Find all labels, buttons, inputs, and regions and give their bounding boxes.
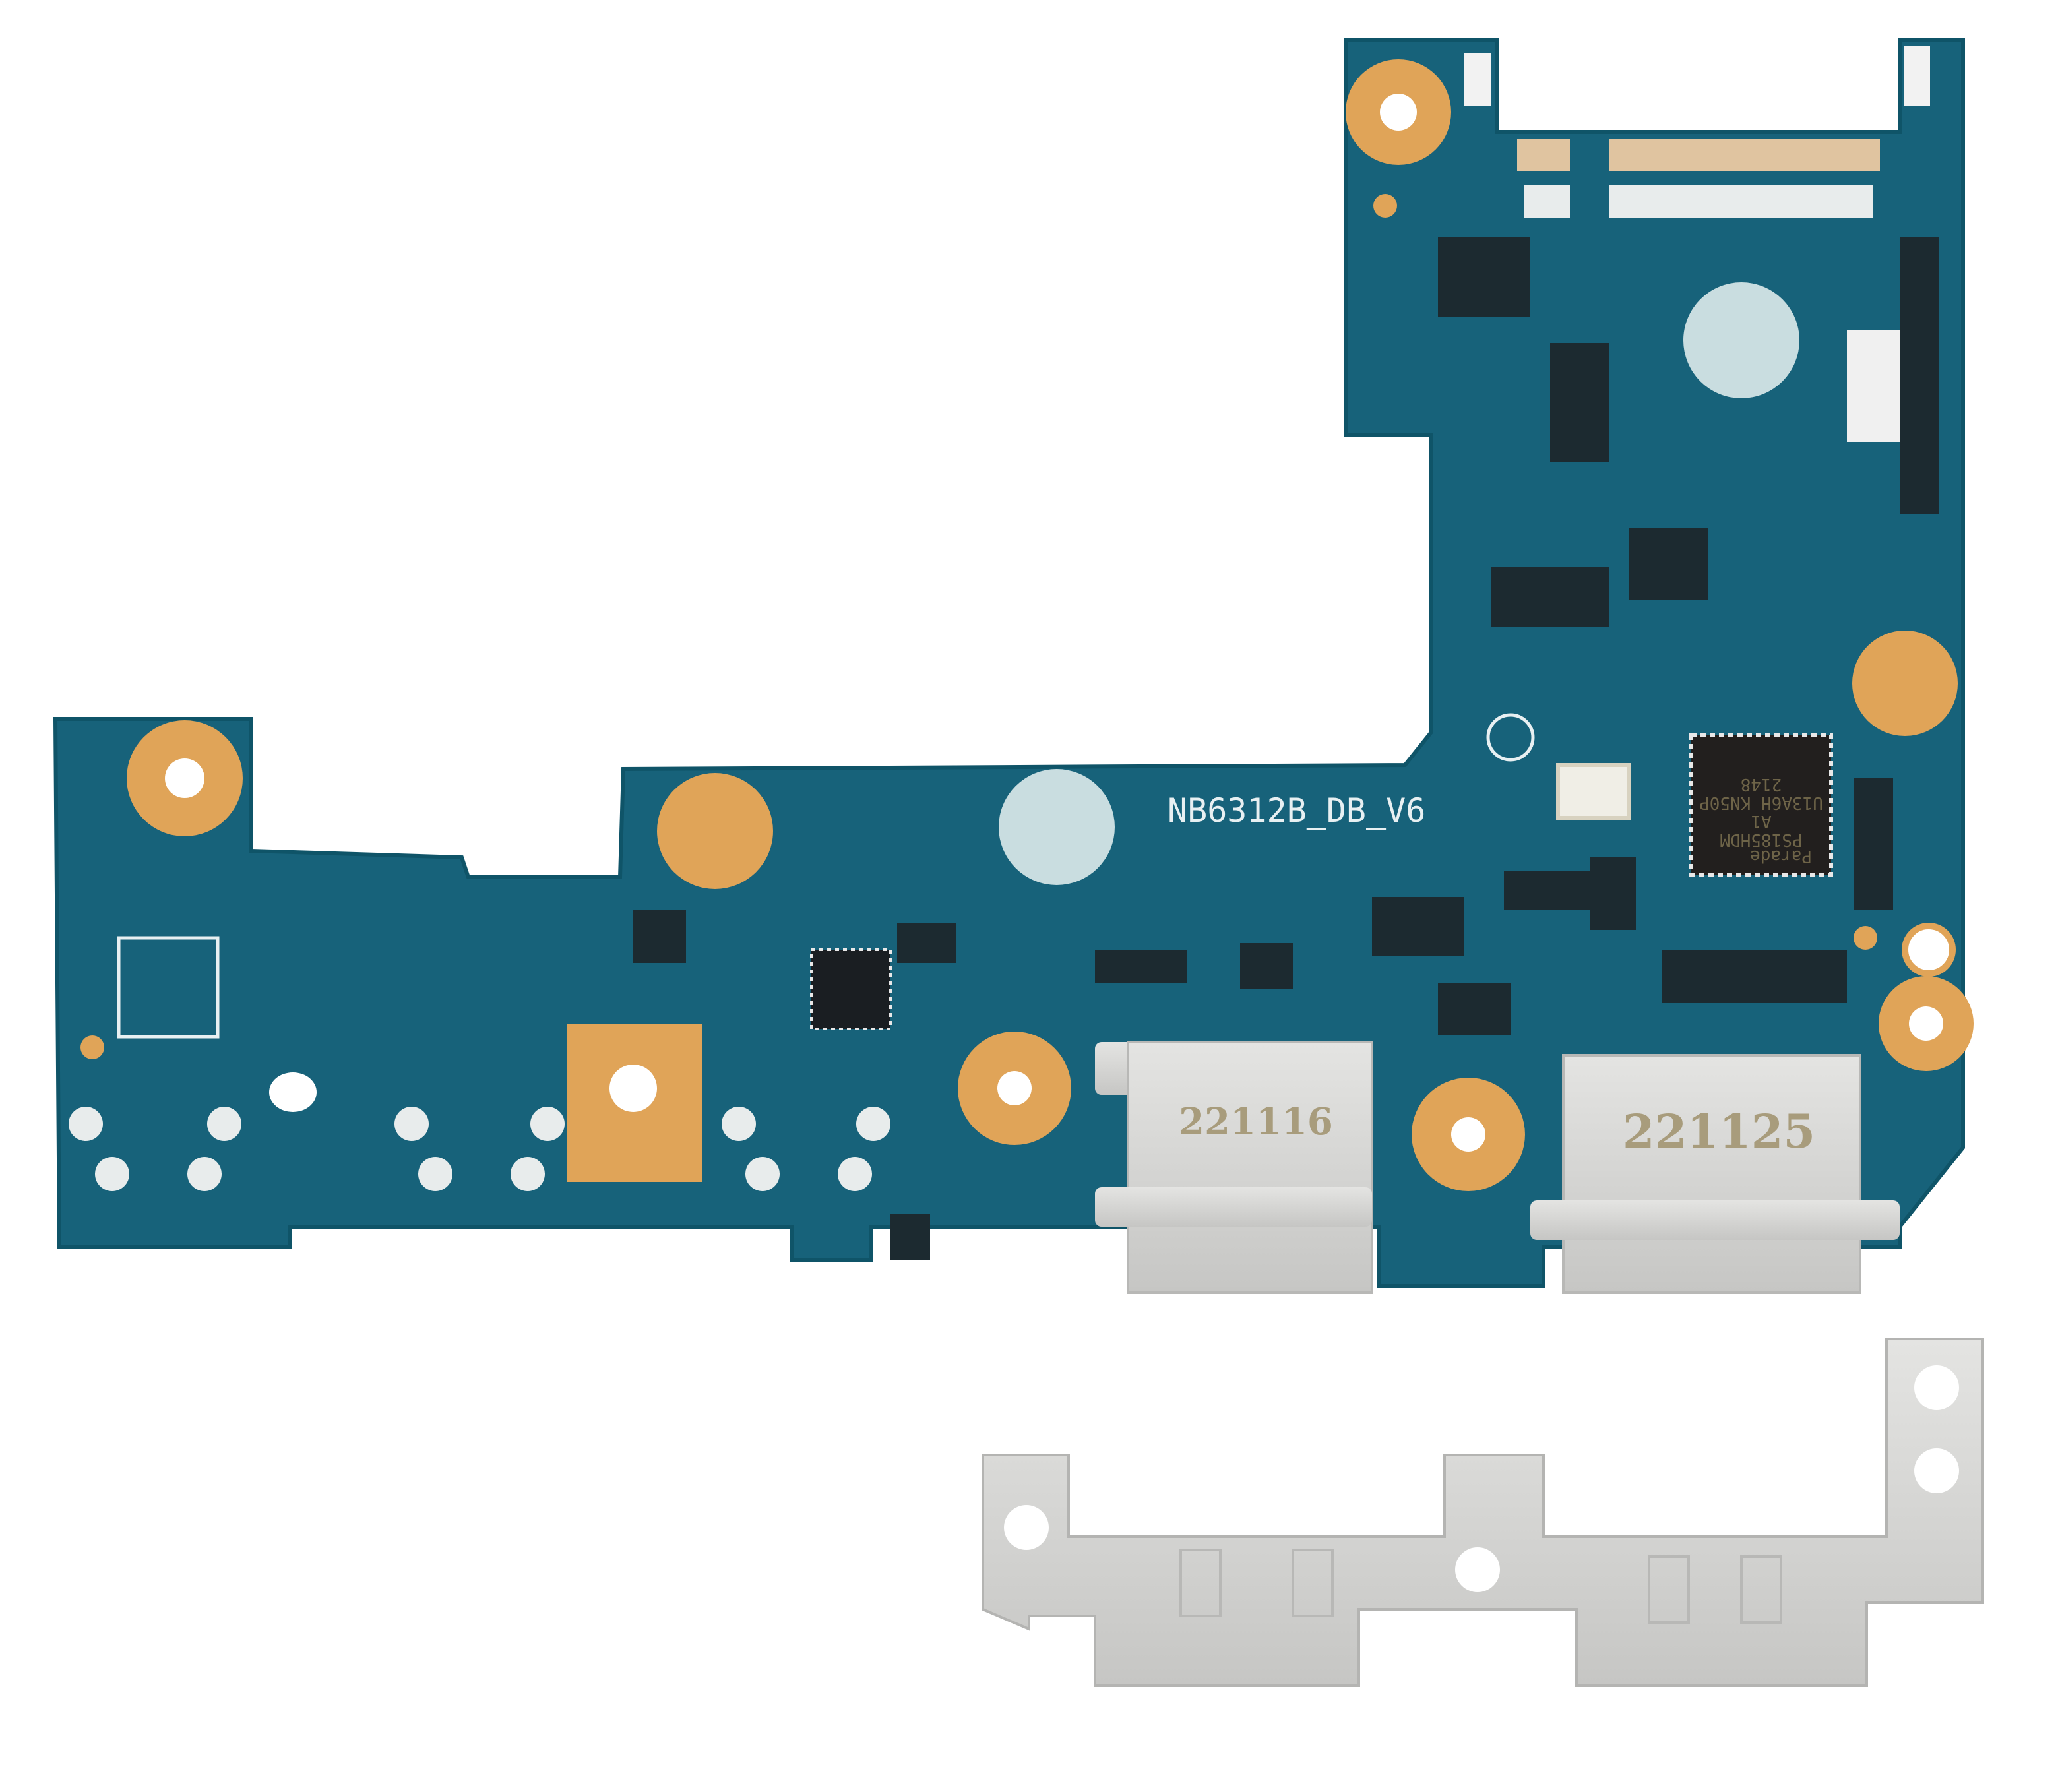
silkscreen-box — [117, 936, 220, 1039]
switch-footprints — [69, 1107, 890, 1191]
chip-marking-3: U13A6H KN50P — [1699, 793, 1823, 813]
smd-components — [633, 237, 1939, 1260]
usb-c-connector-right: 221125 — [1530, 1054, 1900, 1294]
board-label: NB6312B_DB_V6 — [1168, 791, 1425, 830]
mounting-pads — [80, 59, 1974, 1191]
usb-c-connector-left: 221116 — [1095, 1041, 1373, 1294]
qfn-chip — [810, 948, 892, 1030]
connector-left-code: 221116 — [1179, 1100, 1333, 1144]
metal-bracket — [982, 1338, 1984, 1687]
chip-brand-logo: Parade — [1750, 846, 1812, 866]
manufacturer-logo — [1486, 713, 1535, 762]
fpc-connector — [1464, 46, 1930, 218]
chip-marking-4: 2148 — [1741, 774, 1782, 794]
crystal — [1556, 763, 1631, 820]
connector-right-code: 221125 — [1623, 1104, 1815, 1159]
pcb-board — [53, 38, 1965, 1288]
chip-marking-2: A1 — [1751, 811, 1771, 831]
chip-marking-1: PS185HDM — [1720, 830, 1802, 850]
main-chip: PS185HDM A1 U13A6H KN50P 2148 Parade — [1689, 733, 1833, 877]
test-pads — [269, 282, 1956, 1112]
